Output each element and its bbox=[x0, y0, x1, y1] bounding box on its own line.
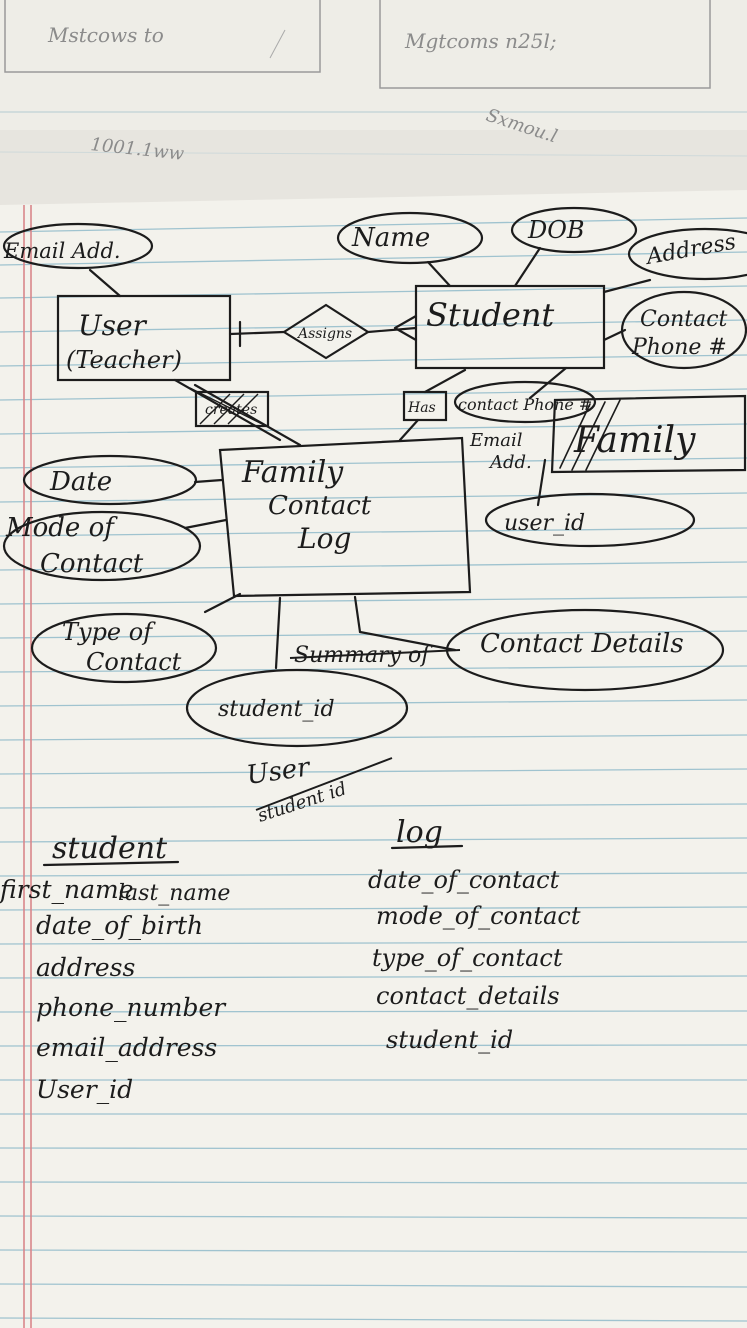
log-column: contact_details bbox=[376, 982, 560, 1010]
log-column: student_id bbox=[386, 1026, 513, 1054]
entity-log-line3: Log bbox=[297, 522, 351, 555]
log-column: type_of_contact bbox=[372, 944, 563, 972]
attr-date-ellipse bbox=[22, 454, 198, 506]
entity-user-box bbox=[56, 294, 232, 382]
attr-type-1: Type of bbox=[62, 618, 156, 646]
attr-email-2a: Email bbox=[469, 430, 523, 451]
header-scribble-1: 1001.1ww bbox=[89, 134, 185, 165]
student-table-heading: student bbox=[52, 831, 168, 866]
user-note-1: User bbox=[245, 752, 313, 791]
attr-student-id-ellipse bbox=[185, 668, 409, 748]
attr-dob-label: DOB bbox=[527, 216, 585, 244]
log-table-heading: log bbox=[396, 815, 443, 850]
entity-user-label: User bbox=[78, 309, 148, 342]
relationship-creates-box bbox=[194, 390, 270, 428]
attr-contact-phone-ellipse bbox=[620, 290, 747, 370]
attr-contact-phone-1: Contact bbox=[640, 307, 728, 332]
attr-mode-1: Mode of bbox=[5, 513, 118, 543]
attr-user-id-ellipse bbox=[484, 492, 696, 548]
attr-mode-ellipse bbox=[2, 510, 202, 582]
student-column: email_address bbox=[36, 1033, 217, 1062]
student-column: address bbox=[36, 953, 135, 982]
attr-date-label: Date bbox=[49, 467, 112, 497]
crossed-out-family-box bbox=[550, 394, 747, 474]
header-scribble-2: Sxmou.l bbox=[483, 105, 560, 148]
attr-type-ellipse bbox=[30, 612, 218, 684]
attr-email-2b: Add. bbox=[488, 452, 532, 473]
attr-dob-ellipse bbox=[510, 206, 638, 254]
log-column: date_of_contact bbox=[368, 866, 560, 894]
entity-family-log-box bbox=[218, 436, 472, 598]
entity-log-line2: Contact bbox=[268, 491, 372, 521]
crossed-out-family-label: Family bbox=[573, 420, 696, 461]
log-column: mode_of_contact bbox=[376, 902, 581, 930]
attr-contact-phone-alt-ellipse bbox=[453, 380, 597, 424]
attr-name-ellipse bbox=[336, 211, 484, 265]
student-column: last_name bbox=[118, 881, 230, 906]
attr-student-id-label: student_id bbox=[218, 697, 335, 722]
attr-name-label: Name bbox=[351, 223, 430, 253]
entity-log-line1: Family bbox=[241, 455, 344, 490]
attr-contact-phone-2: Phone # bbox=[631, 335, 727, 360]
attr-contact-details-label: Contact Details bbox=[480, 629, 684, 659]
entity-user-sub: (Teacher) bbox=[66, 346, 182, 374]
student-column: User_id bbox=[36, 1075, 133, 1104]
attr-mode-2: Contact bbox=[40, 549, 144, 579]
relationship-assigns-label: Assigns bbox=[296, 326, 352, 342]
header-note-left: Mstcows to bbox=[47, 23, 164, 47]
attr-user-id-label: user_id bbox=[504, 511, 585, 536]
attr-email-ellipse bbox=[2, 222, 154, 270]
student-column: date_of_birth bbox=[36, 911, 203, 940]
relationship-creates-label: creates bbox=[205, 402, 257, 418]
attr-contact-phone-alt: contact Phone # bbox=[458, 395, 592, 414]
attr-email-label: Email Add. bbox=[3, 239, 121, 263]
student-column: first_name bbox=[0, 875, 134, 904]
entity-student-label: Student bbox=[426, 296, 554, 334]
attr-address-ellipse bbox=[627, 227, 747, 281]
relationship-has-label: Has bbox=[407, 400, 436, 416]
student-column: phone_number bbox=[36, 993, 227, 1022]
header-note-right: Mgtcoms n25l; bbox=[404, 29, 557, 53]
attr-type-2: Contact bbox=[86, 648, 182, 676]
